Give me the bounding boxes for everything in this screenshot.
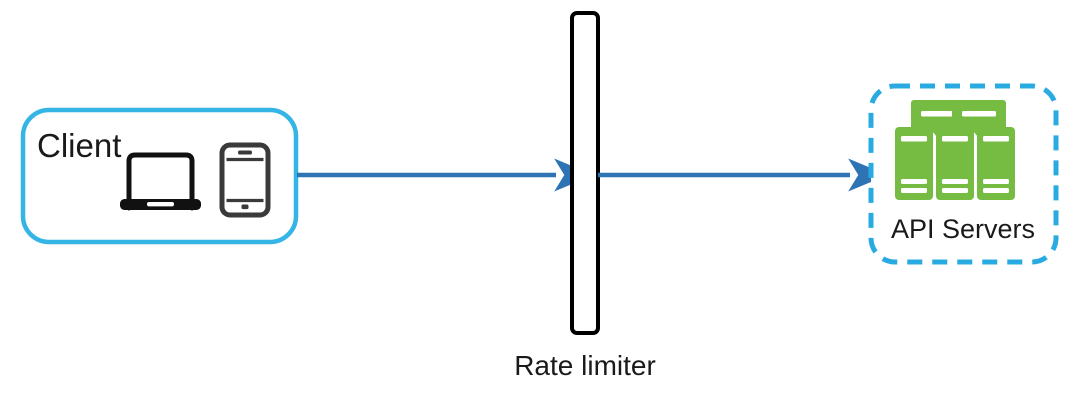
server-rack-icon <box>895 100 1015 200</box>
client-label: Client <box>37 127 121 164</box>
rate-limiter-node[interactable]: Rate limiter <box>514 11 656 381</box>
server-tower <box>977 127 1015 200</box>
laptop-icon <box>120 152 201 211</box>
server-tower <box>936 127 974 200</box>
smartphone-icon <box>219 142 271 218</box>
rate-limiter-label: Rate limiter <box>514 350 656 381</box>
server-tower <box>895 127 933 200</box>
client-node[interactable]: Client <box>20 107 299 245</box>
api-servers-node[interactable]: API Servers <box>868 83 1059 265</box>
rate-limiter-bar[interactable] <box>570 11 600 335</box>
api-servers-label: API Servers <box>891 214 1035 244</box>
